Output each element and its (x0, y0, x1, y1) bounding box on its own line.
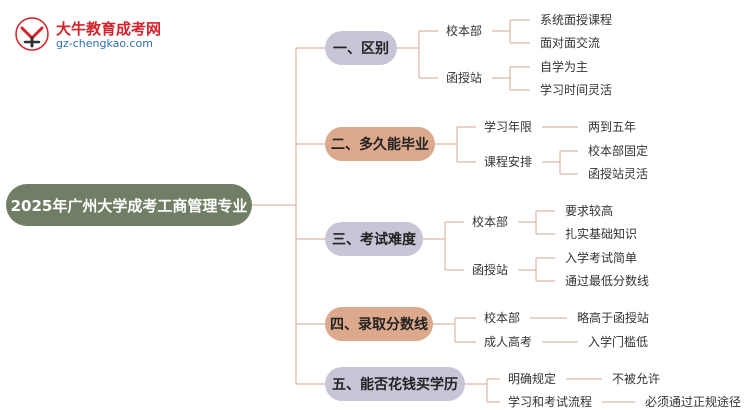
child-node: 课程安排 (484, 155, 533, 169)
leaf-node: 自学为主 (540, 60, 589, 74)
leaf-node: 通过最低分数线 (565, 274, 650, 288)
leaf-node: 校本部固定 (588, 144, 649, 158)
branch-node: 一、区别 (325, 31, 397, 65)
child-node: 函授站 (472, 263, 509, 277)
child-node: 校本部 (484, 311, 521, 325)
root-node: 2025年广州大学成考工商管理专业 (6, 184, 252, 226)
child-node: 校本部 (472, 215, 509, 229)
branch-node: 四、录取分数线 (325, 307, 433, 341)
branch-node: 五、能否花钱买学历 (325, 367, 465, 401)
child-node: 明确规定 (508, 372, 557, 386)
leaf-node: 不被允许 (612, 372, 661, 386)
logo-icon (15, 17, 49, 51)
logo-url: gz-chengkao.com (56, 37, 153, 50)
leaf-node: 面对面交流 (540, 36, 601, 50)
leaf-node: 系统面授课程 (540, 13, 613, 27)
site-logo[interactable]: 大牛教育成考网 gz-chengkao.com (14, 14, 174, 54)
leaf-node: 入学门槛低 (588, 335, 649, 349)
child-node: 成人高考 (484, 335, 533, 349)
leaf-node: 扎实基础知识 (565, 227, 638, 241)
child-node: 校本部 (446, 24, 483, 38)
branch-node: 二、多久能毕业 (325, 127, 435, 161)
leaf-node: 必须通过正规途径 (645, 395, 742, 409)
leaf-node: 两到五年 (588, 120, 637, 134)
leaf-node: 要求较高 (565, 204, 614, 218)
leaf-node: 函授站灵活 (588, 167, 649, 181)
child-node: 学习和考试流程 (508, 395, 593, 409)
logo-title: 大牛教育成考网 (56, 20, 162, 38)
leaf-node: 入学考试简单 (565, 251, 638, 265)
child-node: 函授站 (446, 71, 483, 85)
leaf-node: 略高于函授站 (577, 311, 650, 325)
child-node: 学习年限 (484, 120, 533, 134)
branch-node: 三、考试难度 (325, 222, 423, 256)
leaf-node: 学习时间灵活 (540, 83, 613, 97)
